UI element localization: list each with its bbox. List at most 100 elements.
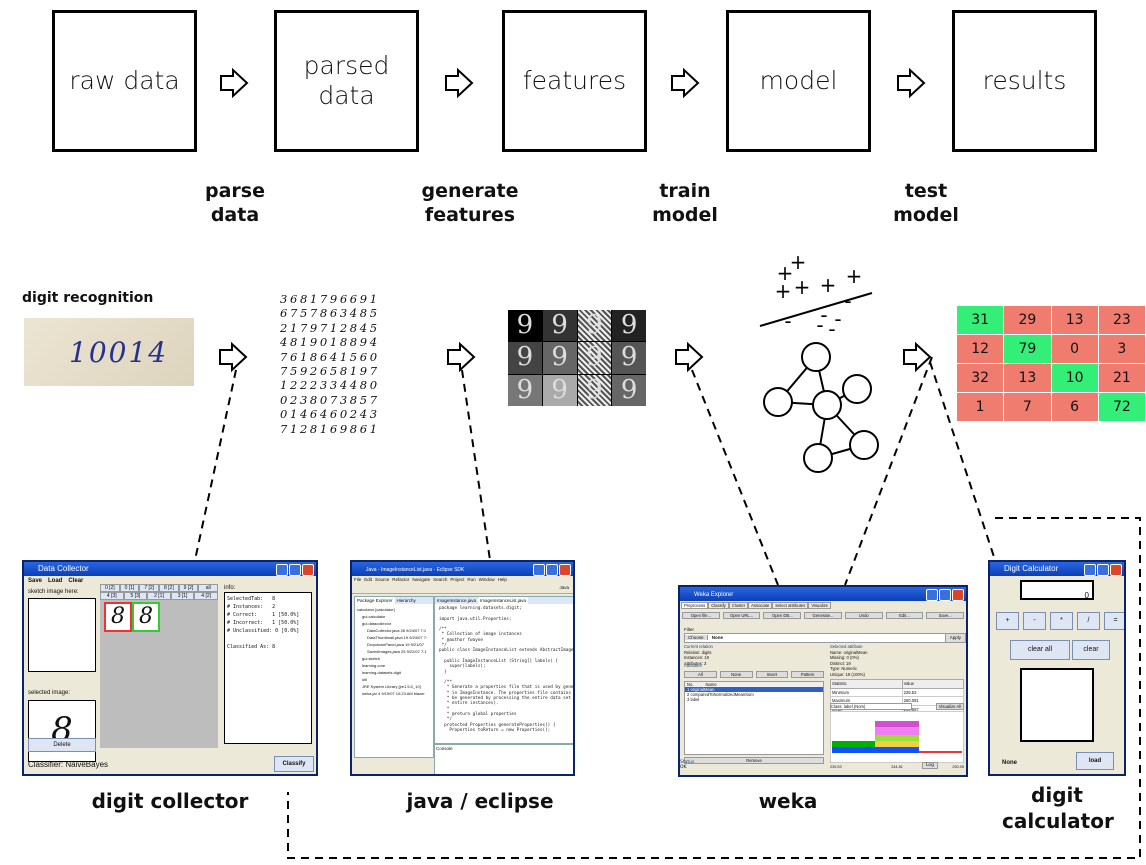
filter-value: None bbox=[711, 635, 724, 640]
menu-item[interactable]: Run bbox=[467, 577, 476, 582]
remove-button[interactable]: Remove bbox=[684, 757, 824, 764]
attr-button[interactable]: Pattern bbox=[791, 671, 824, 678]
weka-button[interactable]: Edit... bbox=[885, 612, 924, 619]
attr-button[interactable]: None bbox=[719, 671, 753, 678]
menu-load[interactable]: Load bbox=[48, 578, 63, 584]
tab-image-instance[interactable]: ImageInstance.java bbox=[437, 598, 477, 603]
log-button[interactable]: Log bbox=[921, 762, 938, 769]
tab-image-instance-list[interactable]: ImageInstanceList.java bbox=[478, 597, 529, 604]
clear-all-button[interactable]: clear all bbox=[1010, 640, 1070, 660]
thumb-incorrect[interactable]: 8 bbox=[104, 602, 132, 632]
op-button[interactable]: - bbox=[1023, 612, 1046, 630]
attr-row[interactable]: 1 originalMean bbox=[685, 687, 823, 692]
tree-item: calculator [calculator] bbox=[357, 607, 395, 612]
tree-item: SavedImages.java 25 9/22/07 7:1 bbox=[367, 649, 427, 654]
minimize-icon[interactable] bbox=[276, 564, 288, 576]
load-button[interactable]: load bbox=[1076, 752, 1114, 770]
tree-item: JRE System Library [jre1.5.0_10] bbox=[362, 684, 421, 689]
weka-button[interactable]: Save... bbox=[926, 612, 965, 619]
tab-package-explorer[interactable]: Package Explorer bbox=[355, 597, 395, 604]
menu-item[interactable]: Project bbox=[450, 577, 465, 582]
attr-row[interactable]: 2 comparedToNormalizedMeanSum bbox=[687, 692, 754, 697]
op-button[interactable]: * bbox=[1050, 612, 1073, 630]
console-tab[interactable]: Console bbox=[436, 746, 453, 751]
collector-tab[interactable]: 0 [1] bbox=[119, 584, 140, 592]
feature-cell: 9 bbox=[577, 342, 612, 374]
menu-item[interactable]: Navigate bbox=[412, 577, 431, 582]
matrix-cell: 6 bbox=[1050, 392, 1099, 422]
thumb-correct[interactable]: 8 bbox=[132, 602, 160, 632]
feature-cell: 9 bbox=[542, 342, 577, 374]
weka-tab[interactable]: Select attributes bbox=[772, 602, 809, 609]
clear-button[interactable]: clear bbox=[1072, 640, 1110, 660]
weka-button[interactable]: Open DB... bbox=[763, 612, 802, 619]
menu-item[interactable]: Refactor bbox=[392, 577, 410, 582]
menu-item[interactable]: Window bbox=[478, 577, 495, 582]
weka-tab[interactable]: Classify bbox=[708, 602, 729, 609]
calc-result: None bbox=[1002, 760, 1017, 766]
weka-button[interactable]: Generate... bbox=[804, 612, 842, 619]
op-button[interactable]: = bbox=[1104, 612, 1124, 630]
weka-button[interactable]: Open file... bbox=[682, 612, 720, 619]
digit-row: 0 2 3 8 0 7 3 8 5 7 bbox=[280, 392, 377, 407]
apply-button[interactable]: Apply bbox=[944, 634, 965, 642]
collector-tab[interactable]: 8 [2] bbox=[159, 584, 179, 592]
code-editor[interactable]: ImageInstance.java ImageInstanceList.jav… bbox=[434, 596, 573, 744]
collector-tab[interactable]: 4 [3] bbox=[100, 592, 124, 600]
eclipse-toolbar: Java bbox=[352, 583, 573, 594]
plus-mark: + bbox=[790, 250, 807, 274]
attr-row[interactable]: 3 label bbox=[687, 697, 700, 702]
weka-tab[interactable]: Visualize bbox=[808, 602, 831, 609]
feature-cell: 9 bbox=[612, 374, 646, 406]
maximize-icon[interactable] bbox=[289, 564, 301, 576]
delete-button[interactable]: Delete bbox=[28, 738, 96, 752]
collector-tab[interactable]: all bbox=[198, 584, 219, 592]
class-select[interactable]: Class: label (Nom) bbox=[830, 703, 912, 710]
menu-item[interactable]: Search bbox=[433, 577, 448, 582]
minimize-icon[interactable] bbox=[926, 589, 938, 601]
maximize-icon[interactable] bbox=[1097, 564, 1109, 576]
collector-tab[interactable]: 9 [2] bbox=[178, 584, 199, 592]
arrow-icon bbox=[219, 343, 247, 371]
weka-button[interactable]: Undo bbox=[844, 612, 883, 619]
attr-button[interactable]: Invert bbox=[755, 671, 789, 678]
visualize-all-button[interactable]: Visualize All bbox=[935, 703, 964, 710]
collector-tab[interactable]: 4 [2] bbox=[194, 592, 218, 600]
menu-item[interactable]: Help bbox=[497, 577, 507, 582]
minimize-icon[interactable] bbox=[533, 564, 545, 576]
op-button[interactable]: / bbox=[1077, 612, 1100, 630]
attr-button[interactable]: All bbox=[684, 671, 717, 678]
stats-header: Value bbox=[901, 679, 965, 689]
minus-mark: - bbox=[828, 317, 835, 341]
maximize-icon[interactable] bbox=[939, 589, 951, 601]
collector-tab[interactable]: 2 [1] bbox=[147, 592, 171, 600]
collector-tab[interactable]: 5 [3] bbox=[123, 592, 148, 600]
menu-item[interactable]: Edit bbox=[364, 577, 373, 582]
menu-item[interactable]: File bbox=[354, 577, 362, 582]
weka-tab[interactable]: Associate bbox=[748, 602, 773, 609]
weka-tab[interactable]: Cluster bbox=[728, 602, 749, 609]
sketch-label: sketch image here: bbox=[28, 589, 79, 595]
collector-tab[interactable]: 7 [2] bbox=[139, 584, 160, 592]
close-icon[interactable] bbox=[302, 564, 314, 576]
close-icon[interactable] bbox=[952, 589, 964, 601]
maximize-icon[interactable] bbox=[546, 564, 558, 576]
sketch-canvas[interactable] bbox=[28, 598, 96, 672]
minimize-icon[interactable] bbox=[1084, 564, 1096, 576]
close-icon[interactable] bbox=[559, 564, 571, 576]
menu-item[interactable]: Source bbox=[375, 577, 390, 582]
close-icon[interactable] bbox=[1110, 564, 1122, 576]
op-button[interactable]: + bbox=[996, 612, 1019, 630]
menu-clear[interactable]: Clear bbox=[68, 578, 84, 584]
collector-tab[interactable]: 3 [1] bbox=[170, 592, 195, 600]
choose-button[interactable]: Choose bbox=[685, 635, 708, 640]
weka-button[interactable]: Open URL... bbox=[722, 612, 761, 619]
collector-tab[interactable]: 0 [2] bbox=[100, 584, 120, 592]
weka-toolbar: Open file...Open URL...Open DB...Generat… bbox=[680, 610, 966, 621]
menu-save[interactable]: Save bbox=[28, 578, 43, 584]
calc-sketch-canvas[interactable] bbox=[1020, 668, 1094, 742]
weka-tab[interactable]: Preprocess bbox=[681, 602, 709, 609]
classify-button[interactable]: Classify bbox=[274, 756, 314, 772]
tab-hierarchy[interactable]: Hierarchy bbox=[396, 598, 416, 603]
